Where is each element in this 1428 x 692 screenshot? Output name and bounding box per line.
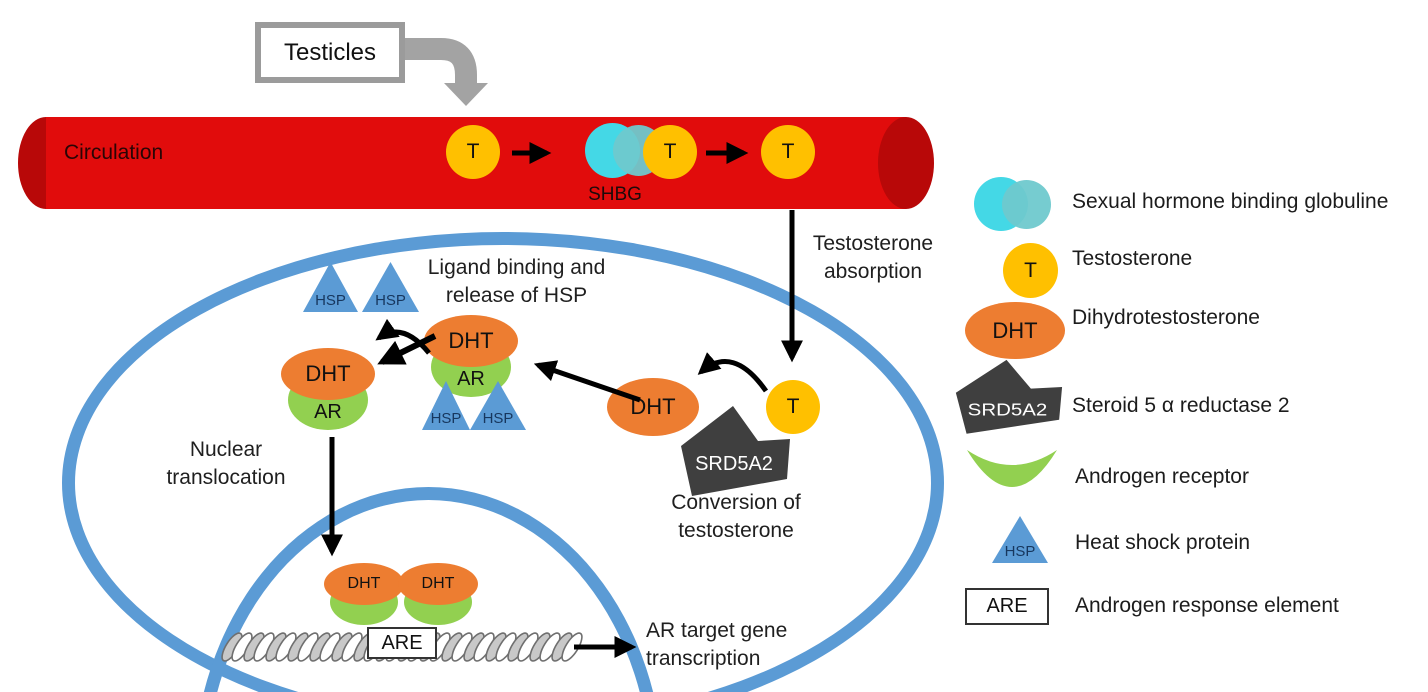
conversion-label: Conversion of testosterone [651,489,821,546]
conversion-line1: Conversion of [671,491,801,514]
legend-testosterone-icon: T [1003,243,1058,298]
dht-label: DHT [347,575,381,592]
t-label: T [1024,258,1037,282]
hsp-label: HSP [430,410,462,427]
srd5a2-label: SRD5A2 [695,453,773,475]
absorption-line2: absorption [823,260,923,284]
testicles-arrowhead [444,83,488,106]
dht-label: DHT [448,328,494,353]
dht-shape: DHT [424,315,518,367]
testosterone-circle-1: T [446,125,500,179]
ar-label: AR [457,368,485,390]
are-box: ARE [367,627,437,659]
srd5a2-label: SRD5A2 [968,401,1048,420]
are-label: ARE [986,595,1028,617]
dht-shape: DHT [398,563,478,605]
legend-ar-label: Androgen receptor [1075,465,1249,488]
testosterone-circle-4: T [766,380,820,434]
conversion-line2: testosterone [678,519,794,543]
dht-label: DHT [305,361,351,386]
ligand-binding-label: Ligand binding and release of HSP [404,254,629,311]
legend-testosterone-label: Testosterone [1072,247,1193,270]
hsp-label: HSP [315,292,346,309]
ligand-binding-line1: Ligand binding and [427,256,606,279]
dht-ar-hsp-complex: DHT AR [424,315,518,399]
dht-ar-complex: DHT AR [281,348,375,432]
dht-ar-dimer-left: DHT [324,563,404,627]
testicles-label: Testicles [283,38,377,66]
testosterone-circle-3: T [761,125,815,179]
dht-shape: DHT [324,563,404,605]
testicles-arrow [405,38,477,84]
legend-shbg-label: Sexual hormone binding globuline [1072,190,1389,213]
hsp-label: HSP [375,292,406,309]
dht-label: DHT [630,394,676,419]
nuclear-translocation-label: Nuclear translocation [146,436,306,493]
testosterone-absorption-label: Testosterone absorption [798,230,948,287]
legend-srd5a2-label: Steroid 5 α reductase 2 [1072,394,1290,417]
transcription-label: AR target gene transcription [646,617,836,674]
legend-dht-icon: DHT [965,302,1065,359]
legend-ar-icon [967,450,1057,487]
testicles-box: Testicles [255,22,405,83]
legend-hsp-label: Heat shock protein [1075,531,1251,554]
hsp-label: HSP [1004,543,1036,560]
ar-label: AR [314,401,342,423]
t-label: T [663,140,677,163]
legend-hsp-icon: HSP [992,516,1048,563]
ligand-binding-line2: release of HSP [445,284,588,308]
are-label: ARE [381,631,423,654]
transcription-line2: transcription [646,647,761,671]
nuclear-line1: Nuclear [189,438,263,461]
t-label: T [786,395,800,418]
absorption-line1: Testosterone [812,232,934,255]
legend-srd5a2-icon: SRD5A2 [955,359,1063,434]
tube-right-cap [878,117,934,209]
dht-label: DHT [421,575,455,592]
legend-shbg-icon-right [1002,180,1051,229]
legend-are-label: Androgen response element [1075,594,1339,617]
shbg-label: SHBG [588,184,642,205]
nuclear-line2: translocation [166,466,286,490]
circulation-label: Circulation [64,141,164,164]
legend-are-icon: ARE [965,588,1049,625]
t-label: T [781,140,795,163]
dht-ar-dimer-right: DHT [398,563,478,627]
dht-label: DHT [992,317,1038,343]
t-label: T [466,140,480,163]
dht-shape: DHT [281,348,375,400]
testosterone-circle-2: T [643,125,697,179]
transcription-line1: AR target gene [646,619,788,642]
srd5a2-shape: SRD5A2 [681,406,790,496]
legend-dht-label: Dihydrotestosterone [1072,306,1260,329]
hsp-label: HSP [482,410,514,427]
